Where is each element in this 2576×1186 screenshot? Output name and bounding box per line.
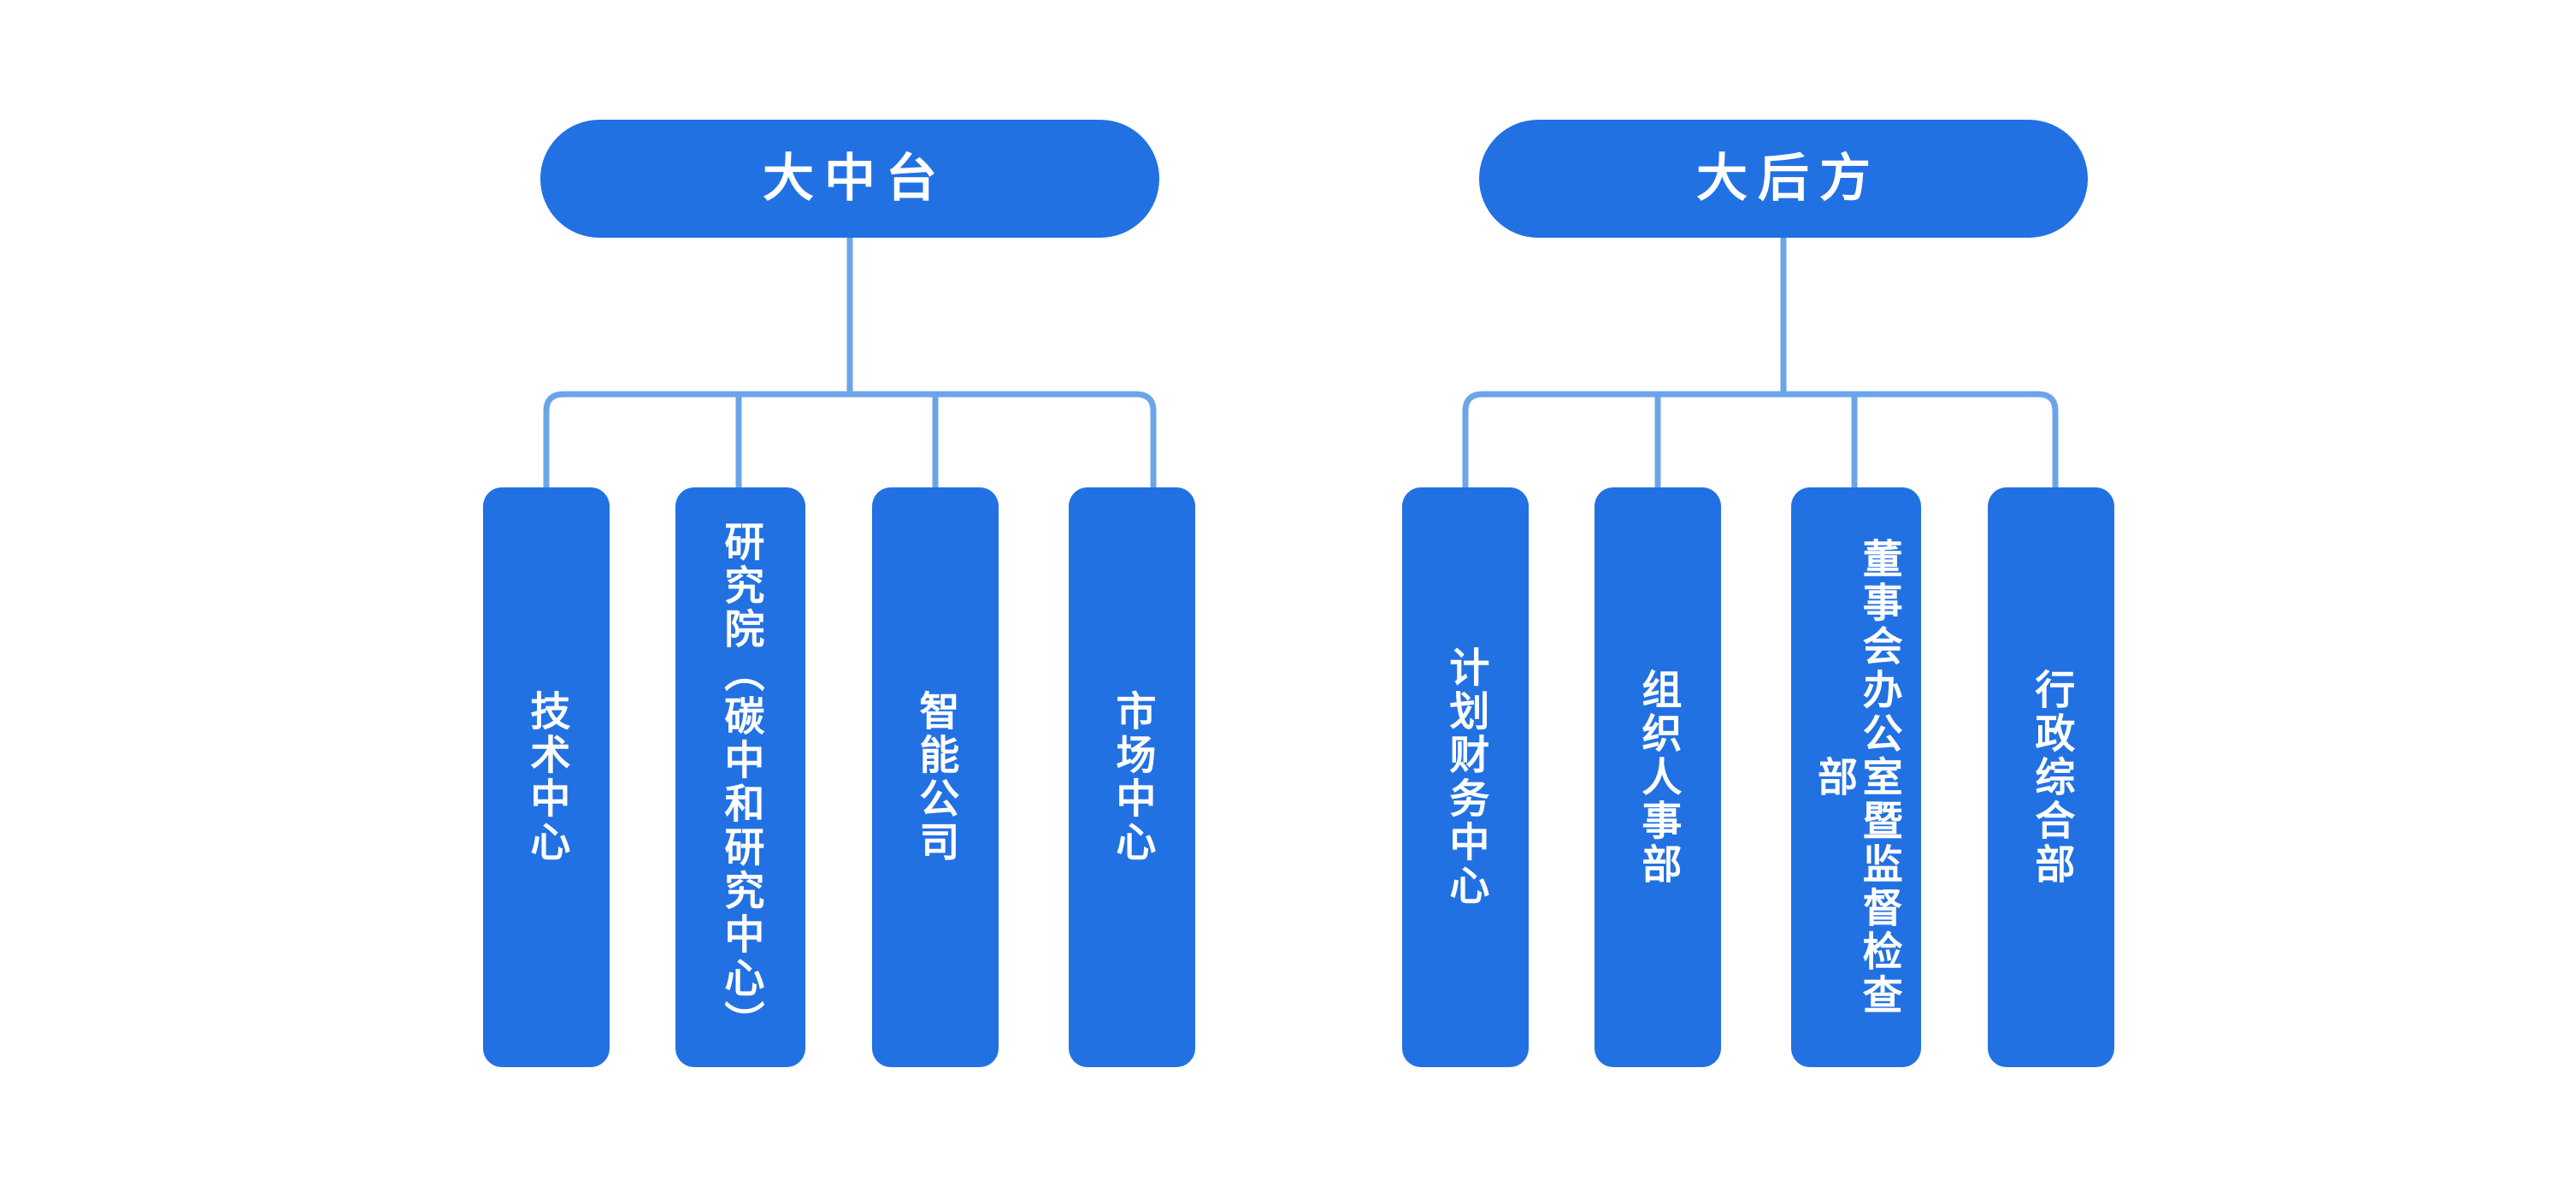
org-node-label: 董事会办公室暨监督检查部 bbox=[1812, 537, 1902, 1018]
org-node-jishu-zhongxin[interactable]: 技术中心 bbox=[483, 487, 610, 1067]
group-header-pill-da-hou-fang[interactable]: 大后方 bbox=[1479, 120, 2088, 238]
org-node-label: 组织人事部 bbox=[1636, 668, 1682, 887]
org-node-label: 智能公司 bbox=[913, 690, 959, 864]
org-group-da-hou-fang: 大后方 计划财务中心 组织人事部 董事会办公室暨监督检查部 行政综合部 bbox=[1282, 0, 2576, 1186]
org-node-label: 计划财务中心 bbox=[1443, 646, 1489, 908]
org-node-jihua-caiwu-zhongxin[interactable]: 计划财务中心 bbox=[1402, 487, 1529, 1067]
connector-bus bbox=[543, 391, 1157, 487]
org-node-label: 行政综合部 bbox=[2029, 668, 2075, 887]
org-node-zuzhi-renshi-bu[interactable]: 组织人事部 bbox=[1595, 487, 1721, 1067]
group-header-label: 大后方 bbox=[1696, 150, 1881, 207]
org-node-label: 市场中心 bbox=[1110, 690, 1156, 864]
org-node-yanjiuyuan[interactable]: 研究院（碳中和研究中心） bbox=[675, 487, 805, 1067]
org-node-zhineng-gongsi[interactable]: 智能公司 bbox=[872, 487, 999, 1067]
org-node-label: 研究院（碳中和研究中心） bbox=[718, 521, 764, 1044]
org-node-xingzheng-zonghe-bu[interactable]: 行政综合部 bbox=[1988, 487, 2114, 1067]
group-header-label: 大中台 bbox=[763, 150, 947, 207]
org-node-dongshihui-bangongshi[interactable]: 董事会办公室暨监督检查部 bbox=[1791, 487, 1921, 1067]
org-node-label: 技术中心 bbox=[524, 690, 570, 864]
connector-bus bbox=[1462, 391, 2059, 487]
org-group-da-zhong-tai: 大中台 技术中心 研究院（碳中和研究中心） 智能公司 市场中心 bbox=[0, 0, 1282, 1186]
org-node-shichang-zhongxin[interactable]: 市场中心 bbox=[1069, 487, 1195, 1067]
group-header-pill-da-zhong-tai[interactable]: 大中台 bbox=[540, 120, 1159, 238]
